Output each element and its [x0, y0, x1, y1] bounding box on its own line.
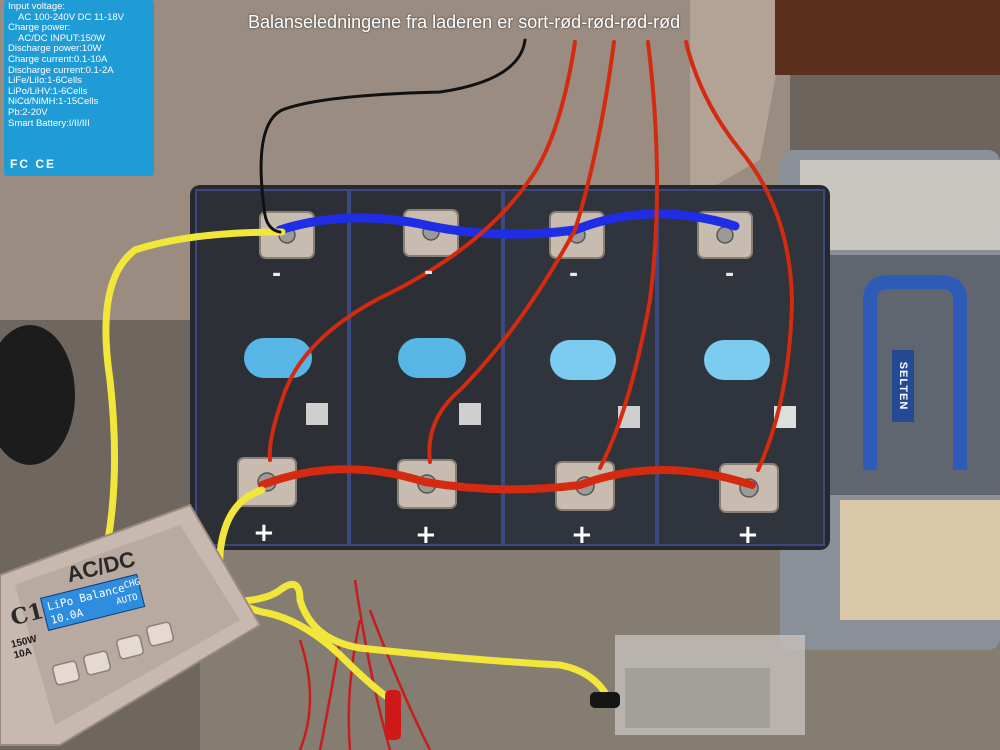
wood-shelf [775, 0, 1000, 75]
red-clip [385, 690, 401, 740]
photo-caption: Balanseledningene fra laderen er sort-rø… [248, 12, 681, 32]
case-tray-bottom [840, 500, 1000, 620]
spec-line: Smart Battery:I/II/III [8, 118, 90, 129]
spec-line: Input voltage: [8, 2, 66, 12]
qr-label-2 [459, 403, 481, 425]
negative-mark-2: - [424, 260, 434, 285]
vent-2 [398, 338, 466, 378]
spec-line: AC/DC INPUT:150W [18, 33, 106, 44]
charger-spec-card: Input voltage: AC 100-240V DC 11-18V Cha… [4, 0, 154, 176]
spec-line: Charge power: [8, 23, 71, 34]
spec-line: Pb:2-20V [8, 107, 48, 118]
yellow-lead-positive [216, 486, 396, 704]
black-balance-lead [259, 38, 527, 234]
red-busbar [258, 465, 756, 494]
positive-mark-3: + [571, 520, 593, 550]
case-brand-label: SELTEN [892, 350, 914, 422]
positive-mark-4: + [737, 520, 759, 550]
case-handle [863, 275, 967, 470]
spec-line: LiPo/LiHV:1-6Cells [8, 86, 88, 97]
box-flap [690, 0, 790, 200]
button-dec [83, 650, 111, 676]
spec-line: LiFe/LiIo:1-6Cells [8, 76, 82, 87]
positive-mark-2: + [415, 520, 437, 550]
negative-mark-4: - [725, 262, 735, 287]
spec-line: Charge current:0.1-10A [8, 54, 108, 65]
cable-coil [0, 325, 75, 465]
certification-marks: FC CE [10, 157, 56, 172]
charger-buttons [52, 621, 174, 686]
black-clip [590, 692, 620, 708]
spec-line: Discharge current:0.1-2A [8, 65, 114, 76]
negative-mark-3: - [569, 262, 579, 287]
spec-line: AC 100-240V DC 11-18V [18, 12, 124, 23]
button-start [146, 621, 174, 647]
blue-busbar [275, 209, 740, 239]
lcd-mode-top: CHG [122, 577, 142, 592]
positive-mark-1: + [253, 518, 275, 548]
case-tray-top [800, 160, 1000, 250]
button-inc [116, 634, 144, 660]
vent-3 [550, 340, 616, 380]
balance-board [625, 668, 770, 728]
qr-label-1 [306, 403, 328, 425]
button-stop [52, 660, 80, 686]
negative-mark-1: - [272, 262, 282, 287]
spec-line: NiCd/NiMH:1-15Cells [8, 97, 99, 108]
spec-line: Discharge power:10W [8, 44, 102, 55]
red-balance-leads [267, 40, 795, 472]
vent-4 [704, 340, 770, 380]
